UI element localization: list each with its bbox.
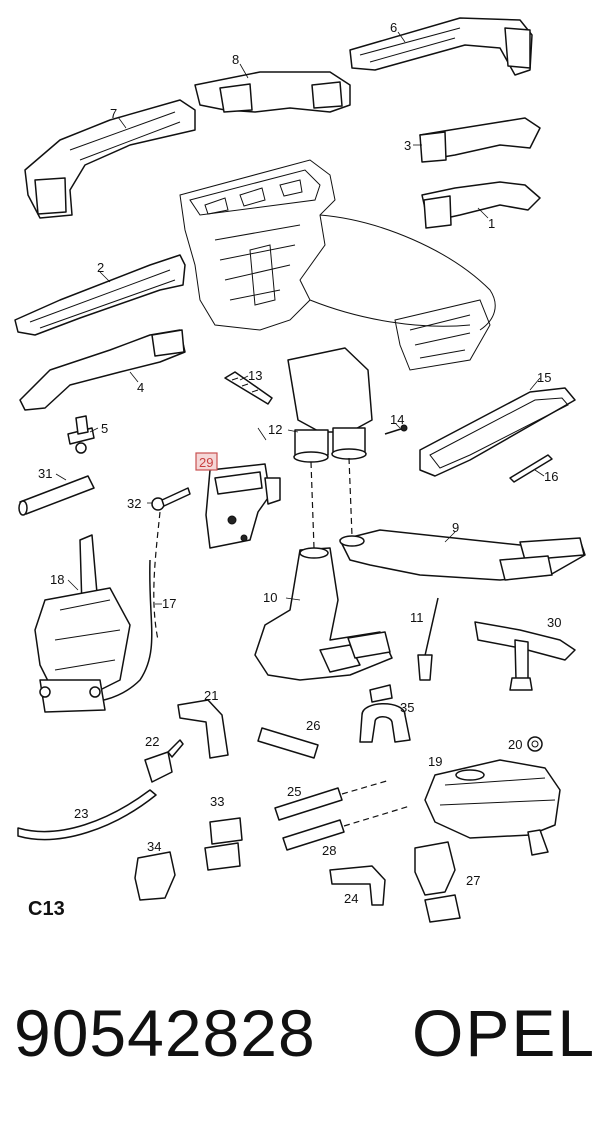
callout-22: 22: [145, 734, 159, 749]
part-5-clip: [67, 415, 95, 454]
guide-line-12-10: [310, 461, 315, 549]
part-32-bolt: [151, 487, 191, 511]
callout-10: 10: [263, 590, 277, 605]
part-19-reservoir: [424, 759, 561, 856]
part-4-air-duct: [19, 329, 186, 411]
callout-31: 31: [38, 466, 52, 481]
callout-19: 19: [428, 754, 442, 769]
callout-15: 15: [537, 370, 551, 385]
part-15-filter-tray: [419, 387, 576, 477]
callout-33: 33: [210, 794, 224, 809]
callout-24: 24: [344, 891, 358, 906]
part-34-clip: [134, 851, 176, 901]
part-7-air-duct: [24, 99, 196, 219]
callout-7: 7: [110, 106, 117, 121]
part-number: 90542828: [14, 996, 316, 1070]
callout-32: 32: [127, 496, 141, 511]
callout-29[interactable]: 29: [199, 455, 213, 470]
callout-30: 30: [547, 615, 561, 630]
callout-26: 26: [306, 718, 320, 733]
part-30-connector: [474, 621, 576, 691]
guide-line-12-9: [348, 457, 353, 537]
part-8-air-duct: [194, 71, 351, 113]
brand-name: OPEL: [412, 996, 597, 1070]
callout-34: 34: [147, 839, 161, 854]
part-24-hose: [329, 865, 386, 906]
part-35-clamp: [359, 684, 411, 743]
part-9-duct: [339, 529, 586, 581]
callout-8: 8: [232, 52, 239, 67]
callout-4: 4: [137, 380, 144, 395]
part-14-screw: [384, 424, 408, 435]
part-27-bracket: [414, 841, 461, 923]
part-28-hose: [282, 805, 411, 851]
part-23-hose: [17, 789, 157, 841]
part-2-air-duct: [14, 254, 186, 336]
part-22-valve: [144, 739, 184, 783]
heater-housing: [179, 159, 496, 371]
callout-11: 11: [410, 610, 424, 625]
part-21-hose: [177, 699, 229, 759]
part-10-duct: [254, 547, 393, 681]
callout-18: 18: [50, 572, 64, 587]
callout-27: 27: [466, 873, 480, 888]
callout-5: 5: [101, 421, 108, 436]
parts-diagram: 6 8 7 3 1 2 4 5 13 12 14 15 16 31 32 9 1…: [14, 17, 586, 923]
part-6-air-duct: [349, 17, 533, 76]
callout-25: 25: [287, 784, 301, 799]
part-12-duct: [287, 347, 373, 463]
callout-23: 23: [74, 806, 88, 821]
callout-2: 2: [97, 260, 104, 275]
callout-6: 6: [390, 20, 397, 35]
callout-17: 17: [162, 596, 176, 611]
callout-20: 20: [508, 737, 522, 752]
callout-1: 1: [488, 216, 495, 231]
callout-13: 13: [248, 368, 262, 383]
callout-12: 12: [268, 422, 282, 437]
leader-lines: [55, 31, 545, 605]
callout-28: 28: [322, 843, 336, 858]
part-33-clip: [204, 817, 243, 871]
callout-21: 21: [204, 688, 218, 703]
part-26-hose: [257, 727, 319, 759]
part-11-pin: [417, 597, 439, 681]
callout-3: 3: [404, 138, 411, 153]
callout-16: 16: [544, 469, 558, 484]
part-18-engine-mount: [34, 534, 131, 713]
part-29-actuator: [205, 463, 281, 549]
highlight-box-29: [195, 452, 218, 471]
callout-14: 14: [390, 412, 404, 427]
part-13-bracket: [224, 371, 273, 405]
callout-9: 9: [452, 520, 459, 535]
part-31-hose: [18, 475, 95, 516]
part-25-hose: [274, 779, 391, 821]
callout-numbers: 6 8 7 3 1 2 4 5 13 12 14 15 16 31 32 9 1…: [38, 20, 561, 906]
part-1-air-duct: [421, 181, 541, 229]
diagram-code: C13: [28, 898, 65, 920]
part-3-air-duct: [419, 117, 541, 163]
part-16-strip: [509, 454, 553, 483]
part-20-nut: [527, 736, 543, 752]
callout-35: 35: [400, 700, 414, 715]
